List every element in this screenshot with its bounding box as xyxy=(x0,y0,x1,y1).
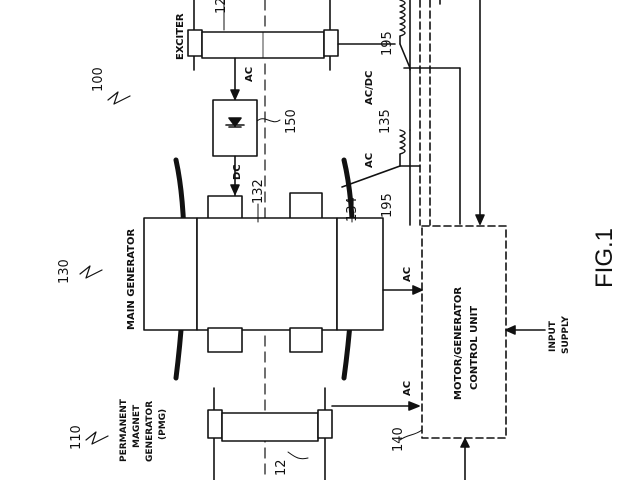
wire-f-arrow xyxy=(475,214,485,225)
ac-arrow-main xyxy=(412,285,423,295)
input-arrow xyxy=(505,325,516,335)
acdc-label: AC/DC xyxy=(364,71,375,105)
leader-12-bottom xyxy=(287,451,309,460)
ref-130-arrow xyxy=(79,265,103,279)
dc-label: DC xyxy=(232,164,243,180)
ref-134: 134 xyxy=(345,197,360,222)
ref-100: 100 xyxy=(91,67,106,92)
ref-195-bottom: 195 xyxy=(380,193,395,218)
ac-line-stator xyxy=(341,165,401,188)
ref-132: 132 xyxy=(251,179,266,204)
ac-arrow-exciter xyxy=(230,89,240,100)
exciter-label: EXCITER xyxy=(175,13,186,60)
input-supply-label-1: INPUT xyxy=(548,320,558,352)
ac-label-pmg: AC xyxy=(402,381,413,396)
winding-top xyxy=(399,0,406,37)
rectifier xyxy=(212,99,258,157)
ac-label-stator: AC xyxy=(364,153,375,168)
ref-110: 110 xyxy=(69,425,84,450)
ac-label-main: AC xyxy=(402,267,413,282)
leader-150 xyxy=(256,118,281,123)
input-supply-label-2: SUPPLY xyxy=(561,316,571,354)
control-unit xyxy=(421,225,507,439)
wire-a2 xyxy=(399,43,411,69)
pmg-label-3: GENERATOR xyxy=(145,401,155,462)
figure-caption: FIG.1 xyxy=(591,228,618,288)
control-unit-label-1: MOTOR/GENERATOR xyxy=(453,287,464,400)
main-generator xyxy=(143,157,384,381)
pmg-label-4: (PMG) xyxy=(158,409,168,440)
ref-100-arrow xyxy=(107,91,131,105)
bottom-arrow xyxy=(460,438,470,448)
ac-arrow-pmg xyxy=(408,401,420,411)
ref-135: 135 xyxy=(378,109,393,134)
ref-12-top: 12 xyxy=(214,0,229,14)
ref-110-arrow xyxy=(85,431,109,445)
pmg-label-2: MAGNET xyxy=(132,404,142,448)
ref-195-top: 195 xyxy=(380,31,395,56)
ref-12-a: 12 xyxy=(274,459,289,476)
dc-arrow xyxy=(230,184,240,195)
ref-140: 140 xyxy=(391,427,406,452)
pmg-label-1: PERMANENT xyxy=(119,398,129,462)
ref-130: 130 xyxy=(57,259,72,284)
ac-label-exciter: AC xyxy=(244,67,255,82)
control-unit-label-2: CONTROL UNIT xyxy=(469,306,480,390)
ref-150: 150 xyxy=(284,109,299,134)
ref-140-leader xyxy=(399,429,423,441)
coil-135 xyxy=(399,129,406,155)
pmg xyxy=(207,387,419,481)
main-generator-label: MAIN GENERATOR xyxy=(126,229,137,330)
exciter xyxy=(187,0,396,71)
